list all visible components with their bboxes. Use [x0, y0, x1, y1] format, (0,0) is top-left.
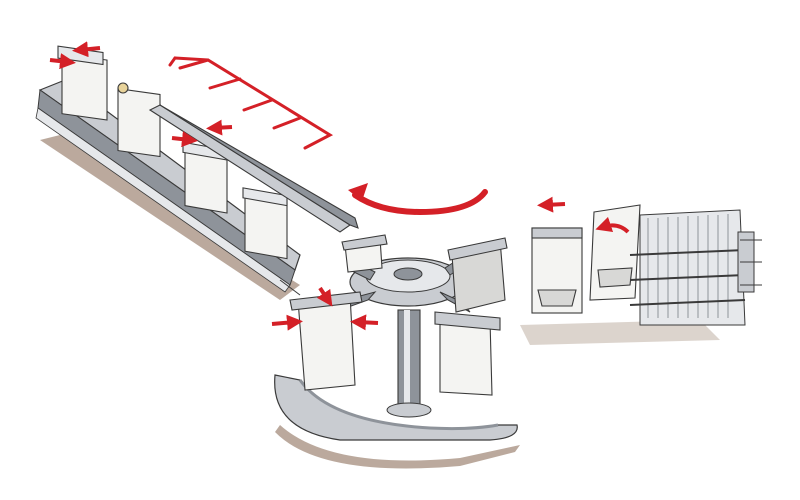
- pouch-transfer: [532, 205, 640, 313]
- pouch-2: [118, 83, 160, 156]
- carousel-pouch-left: [342, 235, 387, 272]
- transfer-pouch-2: [590, 205, 640, 300]
- pouch-magazine: [630, 210, 762, 325]
- pouch-4: [243, 188, 287, 259]
- pouch-1: [58, 46, 107, 120]
- carousel-pouch-front: [290, 292, 362, 390]
- rotary-carousel: [275, 235, 518, 440]
- carousel-pouch-right: [435, 312, 500, 395]
- carousel-pouch-back: [448, 238, 507, 312]
- transfer-pouch-1: [532, 228, 582, 313]
- rotation-arrow: [348, 183, 485, 212]
